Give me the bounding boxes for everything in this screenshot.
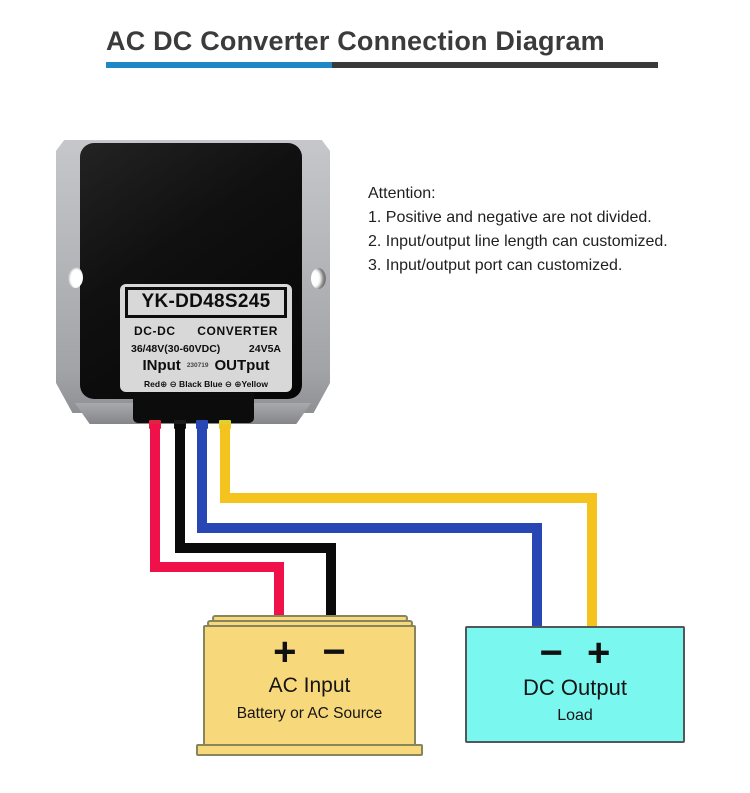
underline-dark-segment [332,62,658,68]
underline-blue-segment [106,62,333,68]
red-wire-segment [274,562,284,617]
dc-output-box: − + DC Output Load [465,626,685,743]
black-wire-segment [175,543,336,553]
date-code: 230719 [186,362,209,369]
blue-wire-segment [532,523,542,628]
attention-heading: Attention: [368,185,436,202]
output-spec: 24V5A [248,343,281,355]
page-title: AC DC Converter Connection Diagram [106,26,605,56]
converter-label: YK-DD48S245 DC-DC CONVERTER 36/48V(30-60… [120,284,292,392]
blue-wire-segment [197,424,207,533]
converter-io-row: INput 230719 OUTput [125,357,287,374]
type-left: DC-DC [134,324,176,338]
type-right: CONVERTER [197,324,278,338]
attention-item-3: 3. Input/output port can customized. [368,257,623,274]
mounting-hole-right [311,268,326,289]
attention-notes: Attention: 1. Positive and negative are … [368,182,728,278]
ac-input-base [196,744,423,756]
ac-minus-symbol: − [322,630,346,674]
red-wire-segment [150,424,160,572]
input-label: INput [142,357,181,374]
yellow-wire-segment [587,493,597,628]
blue-wire-segment [197,523,542,533]
title-block: AC DC Converter Connection Diagram [106,26,658,68]
attention-item-1: 1. Positive and negative are not divided… [368,209,652,226]
dc-plus-symbol: + [587,631,611,675]
dc-output-title: DC Output [523,675,627,700]
yellow-wire-segment [220,424,230,503]
polarity-legend: Red⊕ ⊖ Black Blue ⊖ ⊕Yellow [144,379,268,389]
model-number: YK-DD48S245 [125,287,287,318]
ac-input-subtitle: Battery or AC Source [236,705,383,722]
converter-spec-row: 36/48V(30-60VDC) 24V5A [125,343,287,355]
converter-device: YK-DD48S245 DC-DC CONVERTER 36/48V(30-60… [56,140,330,413]
ac-plus-symbol: + [273,630,297,674]
black-wire-segment [326,543,336,617]
mounting-hole-left [68,267,83,288]
dc-output-subtitle: Load [557,707,593,724]
yellow-wire-segment [220,493,597,503]
title-underline [106,62,658,68]
ac-polarity-row: + − [205,631,414,673]
black-wire-segment [175,424,185,553]
dc-polarity-row: − + [467,632,683,674]
red-wire-segment [150,562,284,572]
wire-connector-block [133,393,254,423]
converter-type-row: DC-DC CONVERTER [125,324,287,338]
ac-input-box: + − AC Input Battery or AC Source [203,625,416,746]
ac-input-title: AC Input [268,674,351,697]
dc-minus-symbol: − [539,631,563,675]
output-label: OUTput [214,357,270,374]
input-spec: 36/48V(30-60VDC) [131,343,221,355]
attention-item-2: 2. Input/output line length can customiz… [368,233,668,250]
